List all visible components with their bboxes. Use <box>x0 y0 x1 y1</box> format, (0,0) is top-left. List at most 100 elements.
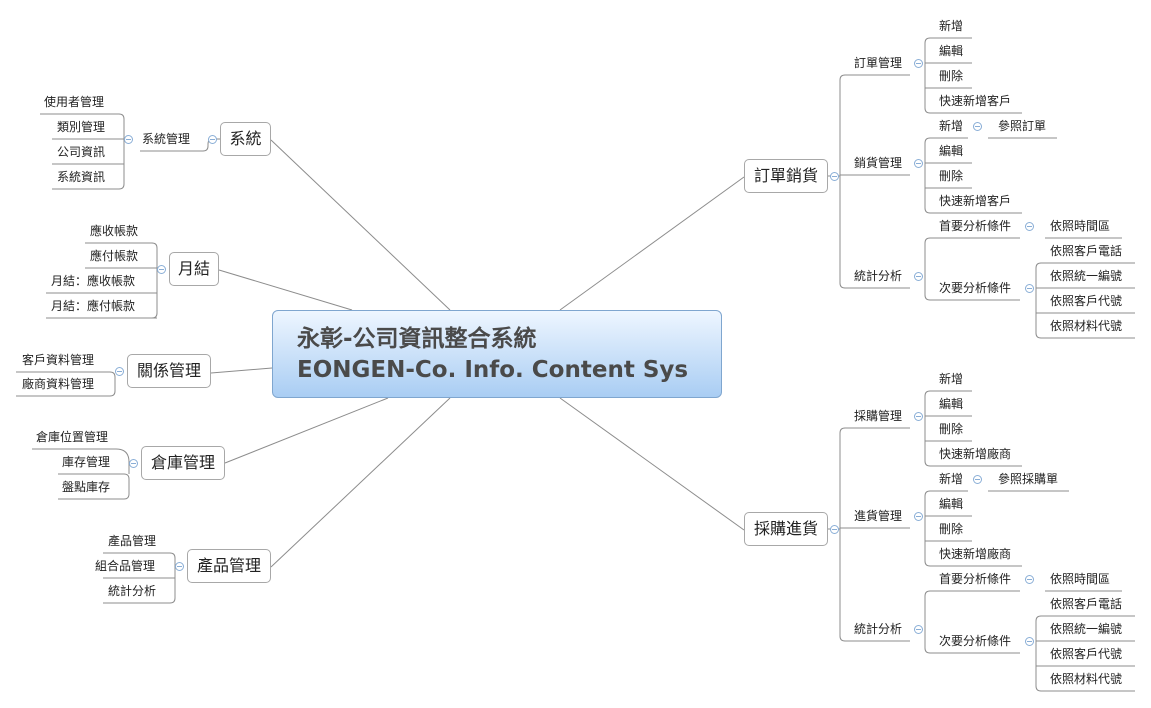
sales-orders-add[interactable]: 新增 <box>939 19 964 33</box>
sales-orders-edit[interactable]: 編輯 <box>939 44 964 58</box>
collapse-toggle-product[interactable] <box>175 562 184 571</box>
collapse-toggle-sales-stats-secondary[interactable] <box>1025 284 1034 293</box>
connector-25 <box>839 74 850 289</box>
sales-shipping-quick-add-customer[interactable]: 快速新增客戶 <box>939 194 1012 208</box>
sales-stats-by-time[interactable]: 依照時間區 <box>1050 219 1111 233</box>
purchase-receiving-add[interactable]: 新增 <box>939 472 964 486</box>
warehouse-item-locations[interactable]: 倉庫位置管理 <box>36 430 109 444</box>
relations-item-vendors[interactable]: 廠商資料管理 <box>22 377 95 391</box>
product-item-products[interactable]: 產品管理 <box>108 534 157 548</box>
purchase-receiving-delete[interactable]: 刪除 <box>939 522 964 536</box>
collapse-toggle-sales-stats-primary[interactable] <box>1025 222 1034 231</box>
topic-relations[interactable]: 關係管理 <box>127 354 211 388</box>
connector-4 <box>270 397 451 568</box>
central-title-en: EONGEN-Co. Info. Content Sys <box>297 357 689 383</box>
monthly-item-close-payable[interactable]: 月結：應付帳款 <box>51 299 136 313</box>
purchase-orders-edit[interactable]: 編輯 <box>939 397 964 411</box>
purchase-receiving-ref-po[interactable]: 參照採購單 <box>998 472 1059 486</box>
collapse-toggle-purchase-receiving[interactable] <box>914 512 923 521</box>
topic-sales[interactable]: 訂單銷貨 <box>744 159 828 193</box>
system-item-categories[interactable]: 類別管理 <box>57 120 106 134</box>
subtopic-system-management[interactable]: 系統管理 <box>142 132 191 146</box>
sales-stats-by-tax-id[interactable]: 依照統一編號 <box>1050 269 1123 283</box>
sales-shipping-delete[interactable]: 刪除 <box>939 169 964 183</box>
central-topic[interactable]: 永彰-公司資訊整合系統 EONGEN-Co. Info. Content Sys <box>272 310 722 398</box>
sales-shipping[interactable]: 銷貨管理 <box>854 156 903 170</box>
connector-57 <box>839 427 850 642</box>
connector-46 <box>924 237 935 301</box>
purchase-stats-by-customer-code[interactable]: 依照客戶代號 <box>1050 647 1123 661</box>
purchase-orders[interactable]: 採購管理 <box>854 409 903 423</box>
purchase-stats-secondary[interactable]: 次要分析條件 <box>939 634 1012 648</box>
sales-stats[interactable]: 統計分析 <box>854 269 903 283</box>
purchase-receiving-edit[interactable]: 編輯 <box>939 497 964 511</box>
collapse-toggle-purchase-stats-primary[interactable] <box>1025 575 1034 584</box>
sales-stats-by-material-code[interactable]: 依照材料代號 <box>1050 319 1123 333</box>
connector-5 <box>559 176 745 311</box>
collapse-toggle-sales-shipping-add[interactable] <box>973 122 982 131</box>
monthly-item-payable[interactable]: 應付帳款 <box>90 249 139 263</box>
connector-22 <box>115 448 130 474</box>
connector-78 <box>924 590 935 654</box>
purchase-receiving[interactable]: 進貨管理 <box>854 509 903 523</box>
sales-stats-primary[interactable]: 首要分析條件 <box>939 219 1012 233</box>
sales-orders-quick-add-customer[interactable]: 快速新增客戶 <box>939 94 1012 108</box>
central-title-zh: 永彰-公司資訊整合系統 <box>297 326 537 352</box>
monthly-item-receivable[interactable]: 應收帳款 <box>90 224 139 238</box>
system-item-users[interactable]: 使用者管理 <box>44 95 105 109</box>
purchase-stats[interactable]: 統計分析 <box>854 622 903 636</box>
purchase-orders-quick-add-vendor[interactable]: 快速新增廠商 <box>939 447 1012 461</box>
collapse-toggle-relations[interactable] <box>115 367 124 376</box>
connector-82 <box>1035 615 1046 692</box>
purchase-stats-by-phone[interactable]: 依照客戶電話 <box>1050 597 1123 611</box>
collapse-toggle-monthly[interactable] <box>157 265 166 274</box>
collapse-toggle-purchase-stats[interactable] <box>914 625 923 634</box>
topic-product[interactable]: 產品管理 <box>187 549 271 583</box>
connector-19 <box>16 371 116 397</box>
topic-monthly[interactable]: 月結 <box>169 252 219 286</box>
sales-stats-by-phone[interactable]: 依照客戶電話 <box>1050 244 1123 258</box>
collapse-toggle-sales[interactable] <box>830 172 839 181</box>
collapse-toggle-purchase-orders[interactable] <box>914 412 923 421</box>
sales-stats-by-customer-code[interactable]: 依照客戶代號 <box>1050 294 1123 308</box>
collapse-toggle-purchase[interactable] <box>830 525 839 534</box>
sales-orders[interactable]: 訂單管理 <box>854 56 903 70</box>
collapse-toggle-system[interactable] <box>208 135 217 144</box>
warehouse-item-inventory[interactable]: 庫存管理 <box>62 455 111 469</box>
warehouse-item-stocktake[interactable]: 盤點庫存 <box>62 480 111 494</box>
topic-system[interactable]: 系統 <box>220 122 271 156</box>
purchase-receiving-quick-add-vendor[interactable]: 快速新增廠商 <box>939 547 1012 561</box>
sales-shipping-add[interactable]: 新增 <box>939 119 964 133</box>
collapse-toggle-sales-orders[interactable] <box>914 59 923 68</box>
monthly-item-close-receivable[interactable]: 月結：應收帳款 <box>51 274 136 288</box>
purchase-stats-by-time[interactable]: 依照時間區 <box>1050 572 1111 586</box>
connector-9 <box>52 113 125 190</box>
purchase-orders-add[interactable]: 新增 <box>939 372 964 386</box>
connector-0 <box>270 139 451 311</box>
sales-stats-secondary[interactable]: 次要分析條件 <box>939 281 1012 295</box>
collapse-toggle-warehouse[interactable] <box>129 459 138 468</box>
collapse-toggle-purchase-receiving-add[interactable] <box>973 475 982 484</box>
collapse-toggle-purchase-stats-secondary[interactable] <box>1025 637 1034 646</box>
sales-orders-delete[interactable]: 刪除 <box>939 69 964 83</box>
purchase-stats-primary[interactable]: 首要分析條件 <box>939 572 1012 586</box>
topic-purchase[interactable]: 採購進貨 <box>744 512 828 546</box>
collapse-toggle-sales-stats[interactable] <box>914 272 923 281</box>
connector-1 <box>218 269 353 311</box>
purchase-orders-delete[interactable]: 刪除 <box>939 422 964 436</box>
system-item-system-info[interactable]: 系統資訊 <box>57 170 106 184</box>
topic-warehouse[interactable]: 倉庫管理 <box>141 446 225 480</box>
relations-item-customers[interactable]: 客戶資料管理 <box>22 353 95 367</box>
connector-70 <box>924 490 935 567</box>
product-item-statistics[interactable]: 統計分析 <box>108 584 157 598</box>
purchase-stats-by-tax-id[interactable]: 依照統一編號 <box>1050 622 1123 636</box>
connector-20 <box>58 473 130 500</box>
sales-shipping-edit[interactable]: 編輯 <box>939 144 964 158</box>
product-item-bundles[interactable]: 組合品管理 <box>95 559 156 573</box>
collapse-toggle-sales-shipping[interactable] <box>914 159 923 168</box>
sales-shipping-ref-order[interactable]: 參照訂單 <box>998 119 1047 133</box>
collapse-toggle-system-management[interactable] <box>124 135 133 144</box>
purchase-stats-by-material-code[interactable]: 依照材料代號 <box>1050 672 1123 686</box>
system-item-company-info[interactable]: 公司資訊 <box>57 145 106 159</box>
